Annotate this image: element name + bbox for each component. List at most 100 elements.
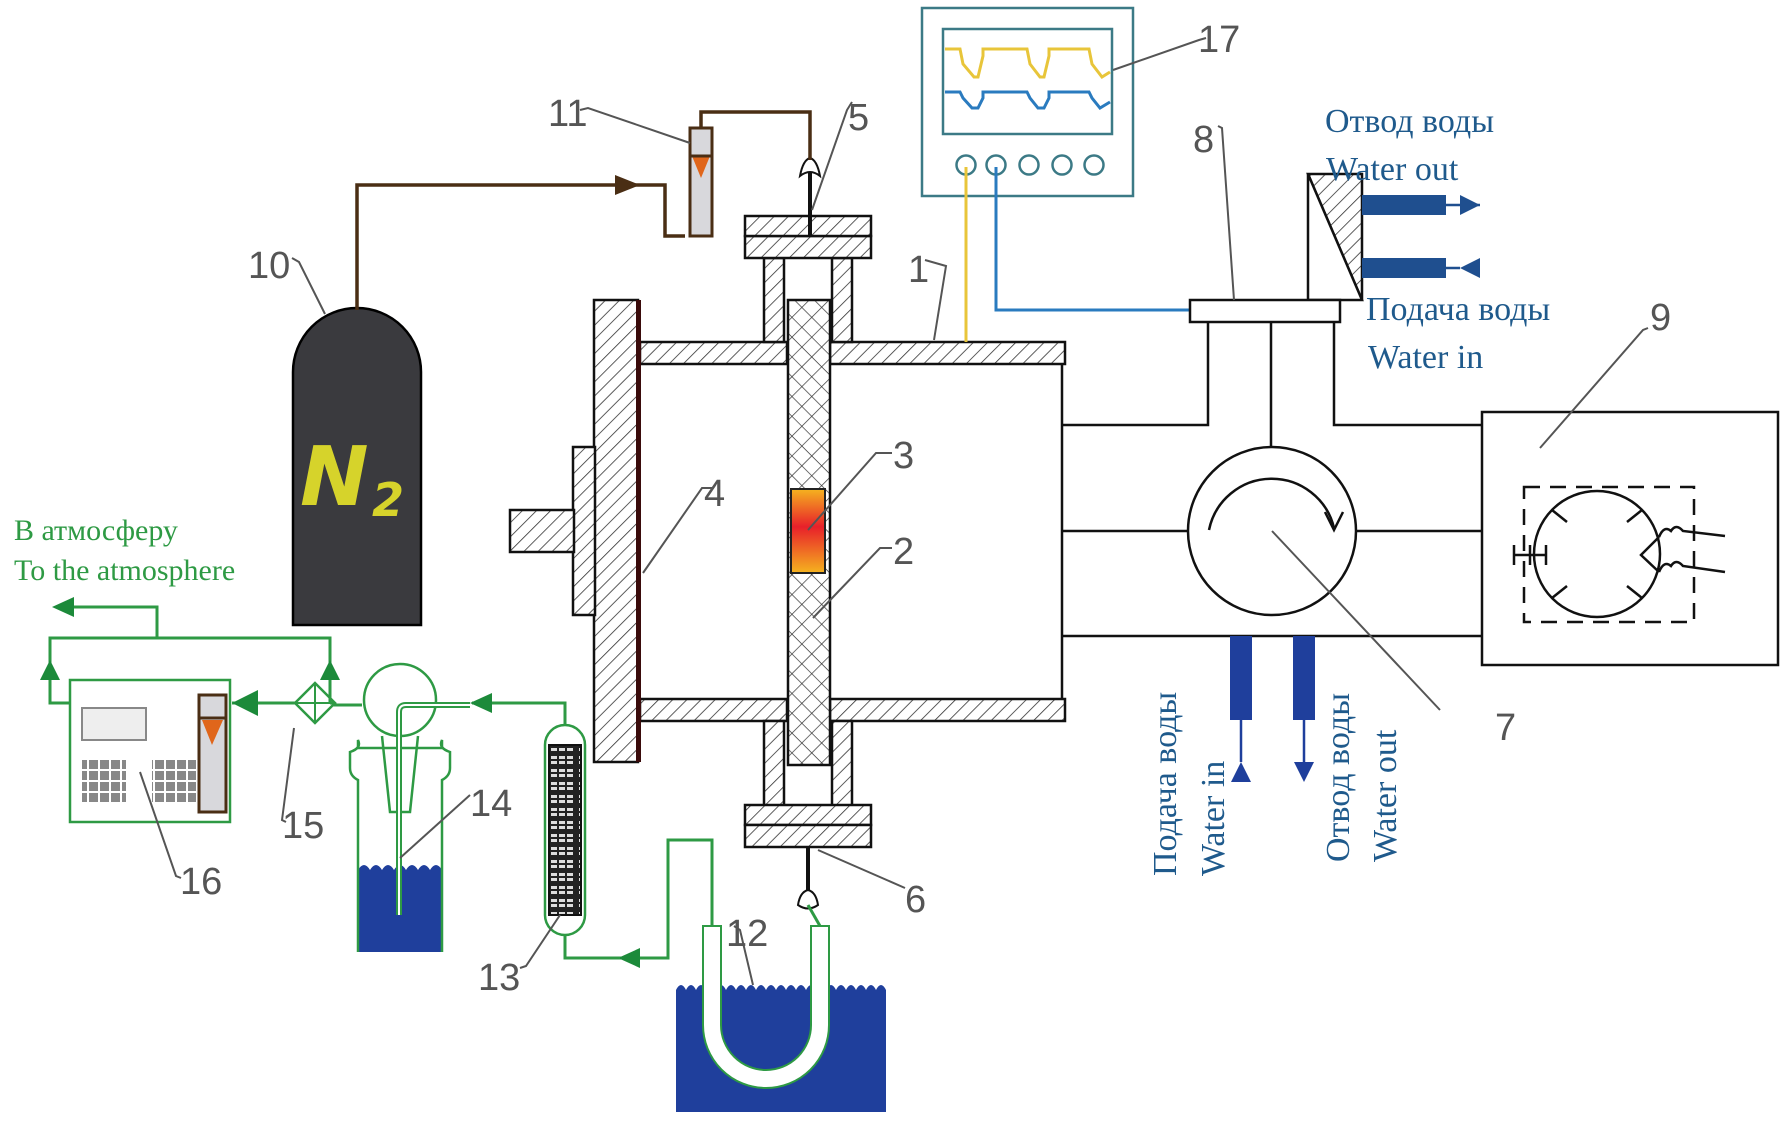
number-labels: 1 2 3 4 5 6 7 8 9 10 11 12 13 14 15 16 1… — [180, 19, 1671, 999]
bubbler-dip-tube-inner — [398, 704, 470, 915]
chamber-bottom-wall-left — [638, 697, 789, 723]
load-dashed-frame — [1522, 485, 1696, 624]
waveguide-top-left — [1062, 322, 1210, 427]
water-out-bottom-en: Water out — [1367, 729, 1404, 862]
exhaust-label-ru: В атмосферу — [14, 514, 178, 547]
upper-port-wall-right — [830, 256, 854, 344]
leader-2 — [812, 547, 892, 619]
circulator-7 — [1186, 445, 1358, 617]
vent-out — [62, 605, 159, 638]
label-12: 12 — [726, 913, 768, 955]
magnetron-base — [1188, 298, 1342, 324]
leader-17 — [1112, 37, 1207, 71]
water-in-top-ru: Подача воды — [1366, 291, 1550, 328]
vent-arrow — [52, 597, 74, 617]
analyzer-keys-right — [152, 758, 196, 802]
oscilloscope-17 — [920, 6, 1135, 198]
rotameter-11 — [688, 126, 714, 238]
scope-trace-yellow — [945, 47, 1111, 79]
column-13 — [470, 693, 620, 960]
column-inlet — [472, 701, 567, 725]
cylinder-body — [291, 306, 423, 627]
scope-knob-3 — [1018, 154, 1040, 176]
water-out-arrow-bottom — [1294, 762, 1314, 782]
flange-boss — [571, 445, 597, 617]
waveguide-top-right — [1332, 322, 1482, 427]
leader-11 — [579, 106, 691, 144]
lower-port-wall-right — [830, 719, 854, 808]
leader-5 — [811, 101, 853, 211]
scope-screen — [941, 27, 1114, 136]
circulator-arrowhead — [1323, 511, 1345, 533]
waveguide — [1062, 322, 1482, 638]
leader-lines — [139, 37, 1649, 986]
leader-10 — [291, 257, 326, 315]
upper-port-wall-left — [762, 256, 786, 344]
label-17: 17 — [1198, 19, 1240, 61]
u-tube-inner — [703, 926, 829, 1088]
exhaust-label-en: To the atmosphere — [14, 554, 235, 587]
label-11: 11 — [548, 93, 587, 135]
scope-knob-4 — [1051, 154, 1073, 176]
u-tube-12 — [702, 925, 830, 1089]
label-4: 4 — [704, 473, 725, 515]
gas-flow-arrow — [615, 175, 640, 195]
n2-cylinder-10 — [291, 306, 423, 627]
label-3: 3 — [893, 435, 914, 477]
label-13: 13 — [478, 957, 520, 999]
chamber-top-wall-right — [828, 340, 1067, 366]
leader-3 — [807, 452, 892, 531]
bath-water — [676, 985, 886, 1112]
flange-plate — [592, 298, 640, 764]
label-9: 9 — [1650, 297, 1671, 339]
chamber-top-wall-left — [638, 340, 789, 366]
probe-5-head — [798, 156, 822, 179]
water-out-pipe-bottom — [1293, 636, 1315, 720]
water-in-pipe-bottom — [1230, 636, 1252, 720]
cold-trap-12 — [618, 838, 886, 1112]
leader-12 — [733, 925, 754, 986]
load-terminal-icon — [1512, 545, 1548, 565]
leader-1 — [924, 259, 948, 341]
flow-arrow-2 — [470, 693, 492, 713]
lower-port-cap — [743, 823, 873, 849]
label-1: 1 — [908, 249, 929, 291]
label-15: 15 — [282, 805, 324, 847]
lower-port — [743, 719, 873, 910]
label-2: 2 — [893, 531, 914, 573]
water-in-arrow-bottom — [1231, 762, 1251, 782]
label-16: 16 — [180, 861, 222, 903]
water-out-arrow-top — [1460, 195, 1480, 215]
label-5: 5 — [848, 97, 869, 139]
label-7: 7 — [1495, 707, 1516, 749]
column-outlet — [563, 935, 620, 960]
circulator-arrow-icon — [1207, 477, 1336, 531]
flow-arrow-3 — [232, 690, 258, 716]
leader-15 — [280, 727, 295, 823]
flow-arrow-4 — [40, 660, 60, 680]
leader-14 — [399, 794, 471, 859]
leader-7 — [1271, 530, 1441, 711]
water-in-arrow-top — [1460, 258, 1480, 278]
cylinder-label-n: N — [300, 430, 369, 525]
analyzer-display — [81, 707, 147, 741]
sample-3 — [790, 488, 826, 574]
label-6: 6 — [905, 879, 926, 921]
water-bottom-pipes — [1230, 636, 1315, 782]
water-out-top-en: Water out — [1326, 151, 1459, 188]
analyzer-float — [202, 720, 223, 745]
cable-blue — [994, 167, 1190, 312]
gas-line — [355, 183, 685, 310]
water-out-pipe-top — [1362, 195, 1446, 215]
water-out-bottom-ru: Отвод воды — [1320, 693, 1357, 862]
leader-6 — [817, 849, 906, 889]
flow-arrow-1 — [618, 948, 640, 968]
rotameter-float — [692, 156, 710, 178]
load-cathode — [1639, 536, 1660, 573]
leader-13 — [519, 914, 561, 969]
cylinder-label-sub: 2 — [372, 473, 404, 527]
upper-port-flange — [743, 234, 873, 260]
analyzer-keys-left — [82, 758, 126, 802]
leader-16 — [139, 771, 182, 879]
